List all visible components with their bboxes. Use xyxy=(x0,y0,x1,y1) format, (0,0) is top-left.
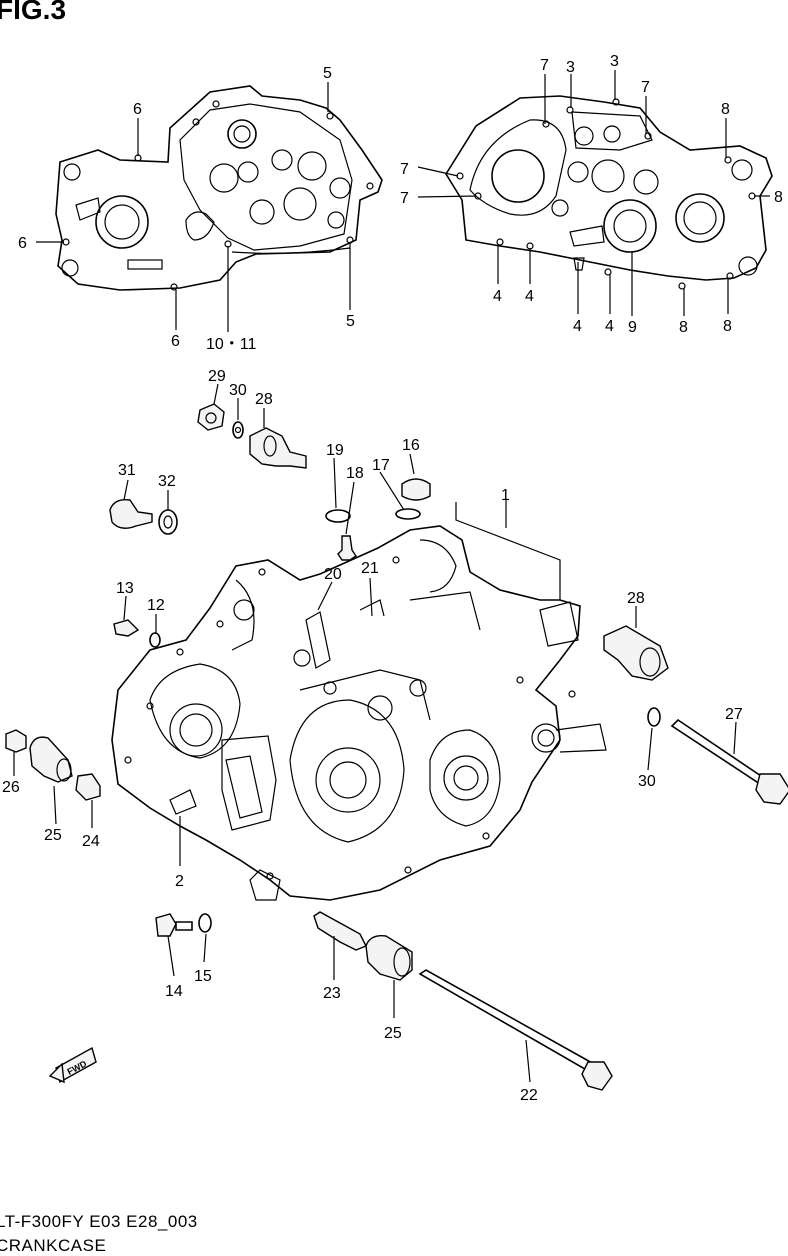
callout-3: 3 xyxy=(566,59,575,76)
callout-4: 4 xyxy=(525,288,534,305)
callout-12: 12 xyxy=(147,597,165,614)
callout-3: 3 xyxy=(610,53,619,70)
callout-15: 15 xyxy=(194,968,212,985)
callout-27: 27 xyxy=(725,706,743,723)
callout-14: 14 xyxy=(165,983,183,1000)
callout-9: 9 xyxy=(628,319,637,336)
callout-18: 18 xyxy=(346,465,364,482)
callout-17: 17 xyxy=(372,457,390,474)
callout-8: 8 xyxy=(774,189,783,206)
callout-5: 5 xyxy=(346,313,355,330)
callout-6: 6 xyxy=(133,101,142,118)
right-crankcase-half xyxy=(445,95,773,290)
callout-4: 4 xyxy=(573,318,582,335)
callout-25: 25 xyxy=(44,827,62,844)
callout-1: 1 xyxy=(501,487,510,504)
callout-29: 29 xyxy=(208,368,226,385)
callout-6: 6 xyxy=(18,235,27,252)
callout-labels: 5 6 6 6 5 10・11 7 3 3 7 8 7 7 8 4 4 4 4 … xyxy=(2,53,783,1104)
callout-28: 28 xyxy=(255,391,273,408)
callout-10-11: 10・11 xyxy=(206,336,257,353)
callout-4: 4 xyxy=(605,318,614,335)
callout-4: 4 xyxy=(493,288,502,305)
callout-16: 16 xyxy=(402,437,420,454)
crankcase-assembly xyxy=(111,525,607,901)
callout-32: 32 xyxy=(158,473,176,490)
model-code: LT-F300FY E03 E28_003 xyxy=(0,1212,198,1231)
callout-8: 8 xyxy=(723,318,732,335)
callout-7: 7 xyxy=(400,161,409,178)
callout-20: 20 xyxy=(324,566,342,583)
callout-5: 5 xyxy=(323,65,332,82)
callout-30: 30 xyxy=(229,382,247,399)
callout-8: 8 xyxy=(721,101,730,118)
leader-lines xyxy=(13,70,770,1083)
callout-7: 7 xyxy=(540,57,549,74)
callout-7: 7 xyxy=(641,79,650,96)
callout-24: 24 xyxy=(82,833,100,850)
callout-22: 22 xyxy=(520,1087,538,1104)
callout-13: 13 xyxy=(116,580,134,597)
callout-21: 21 xyxy=(361,560,379,577)
callout-31: 31 xyxy=(118,462,136,479)
callout-7: 7 xyxy=(400,190,409,207)
left-crankcase-half xyxy=(55,85,383,291)
callout-25: 25 xyxy=(384,1025,402,1042)
callout-30: 30 xyxy=(638,773,656,790)
callout-28: 28 xyxy=(627,590,645,607)
callout-2: 2 xyxy=(175,873,184,890)
callout-23: 23 xyxy=(323,985,341,1002)
small-parts xyxy=(5,403,788,1091)
callout-8: 8 xyxy=(679,319,688,336)
callout-6: 6 xyxy=(171,333,180,350)
callout-19: 19 xyxy=(326,442,344,459)
figure-caption: CRANKCASE xyxy=(0,1236,107,1255)
figure-title: FIG.3 xyxy=(0,0,67,25)
callout-26: 26 xyxy=(2,779,20,796)
